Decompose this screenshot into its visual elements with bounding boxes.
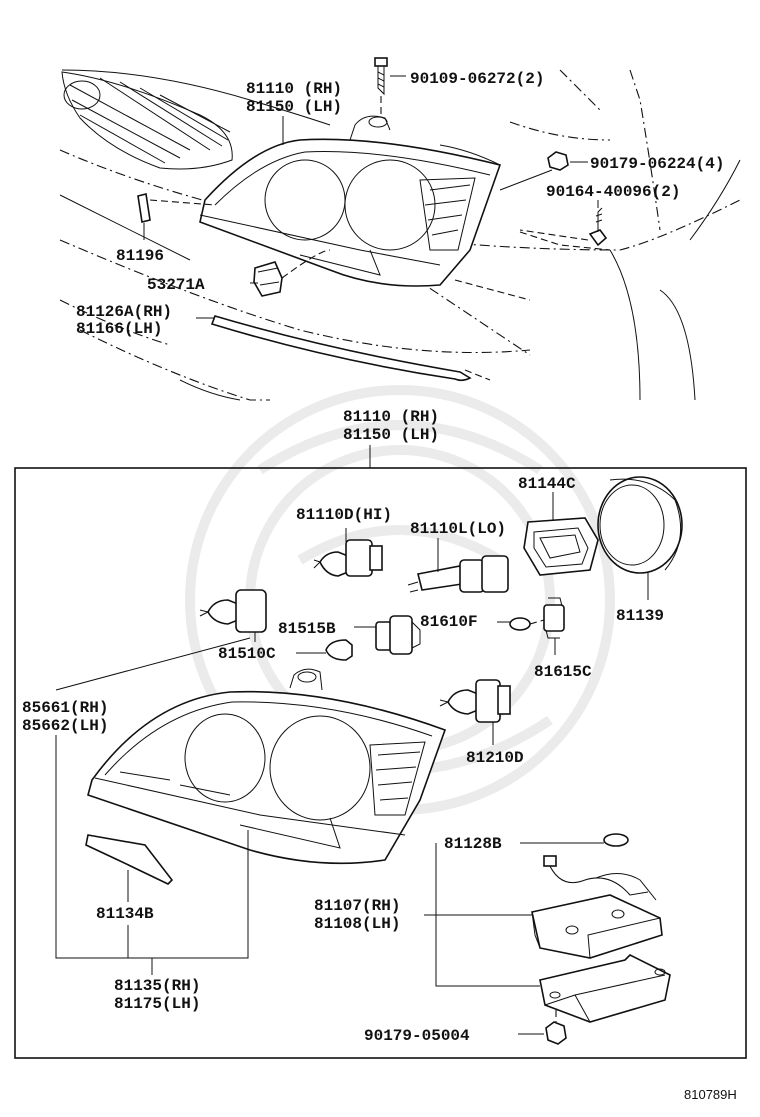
- bulb-hi-label: 81110D(HI): [296, 506, 392, 524]
- molding-lh-label: 81166(LH): [76, 320, 162, 338]
- clip-81196-illustration: [137, 193, 216, 240]
- vehicle-body-sketch: [59, 69, 741, 401]
- molding-rh-label: 81126A(RH): [76, 303, 172, 321]
- headlamp-rh-label: 81110 (RH): [246, 80, 342, 98]
- bolt-illustration: [519, 207, 608, 247]
- socket-81515b-label: 81515B: [278, 620, 336, 638]
- bulb-81610f-label: 81610F: [420, 613, 478, 631]
- computer-lh-label: 81108(LH): [314, 915, 400, 933]
- socket-81515b-illustration: [354, 615, 421, 655]
- plate-81134b-illustration: [85, 834, 174, 902]
- bracket-plate-illustration: [539, 954, 671, 1023]
- lower-nut-illustration: [545, 1010, 567, 1045]
- part-81128b-label: 81128B: [444, 835, 502, 853]
- cover-81139-illustration: [597, 476, 683, 600]
- clip-53271a-illustration: [250, 249, 331, 297]
- headlamp-top-illustration: [199, 115, 502, 287]
- socket-81615c-illustration: [543, 597, 565, 655]
- bolt-label: 90164-40096(2): [546, 183, 680, 201]
- computer-rh-label: 81107(RH): [314, 897, 400, 915]
- grommet-81128b-illustration: [603, 833, 629, 847]
- headlamp-lh-label: 81150 (LH): [246, 98, 342, 116]
- bulb-lo-label: 81110L(LO): [410, 520, 506, 538]
- screw-label: 90109-06272(2): [410, 70, 544, 88]
- nut-illustration: [499, 151, 588, 191]
- molding-strip-illustration: [210, 315, 491, 382]
- socket-81615c-label: 81615C: [534, 663, 592, 681]
- bulb-left-illustration: [199, 589, 267, 642]
- bulb-81510c-label: 81510C: [218, 645, 276, 663]
- computer-unit-illustration: [531, 855, 663, 959]
- box-header-lh: 81150 (LH): [343, 426, 439, 444]
- bulb-lo-illustration: [407, 538, 509, 593]
- bulb-hi-illustration: [313, 528, 383, 577]
- box-header-rh: 81110 (RH): [343, 408, 439, 426]
- screw-illustration: [374, 57, 406, 114]
- bulb-81210d-label: 81210D: [466, 749, 524, 767]
- part-81196-label: 81196: [116, 247, 164, 265]
- headlamp-box-illustration: [87, 668, 447, 865]
- cap-81144c-illustration: [523, 492, 599, 576]
- unit-lh-label: 85662(LH): [22, 717, 108, 735]
- nut-label: 90179-06224(4): [590, 155, 724, 173]
- cover-81139-label: 81139: [616, 607, 664, 625]
- bulb-81510c-illustration: [296, 639, 353, 661]
- unit-rh-label: 85661(RH): [22, 699, 108, 717]
- lower-nut-label: 90179-05004: [364, 1027, 470, 1045]
- diagram-ref-code: 810789H: [684, 1087, 737, 1102]
- lens-rh-label: 81135(RH): [114, 977, 200, 995]
- plate-81134b-label: 81134B: [96, 905, 154, 923]
- detail-box: [14, 467, 747, 1059]
- part-53271a-label: 53271A: [147, 276, 205, 294]
- bulb-81210d-illustration: [439, 679, 511, 745]
- bulb-81610f-illustration: [497, 617, 545, 631]
- lens-lh-label: 81175(LH): [114, 995, 200, 1013]
- cap-81144c-label: 81144C: [518, 475, 576, 493]
